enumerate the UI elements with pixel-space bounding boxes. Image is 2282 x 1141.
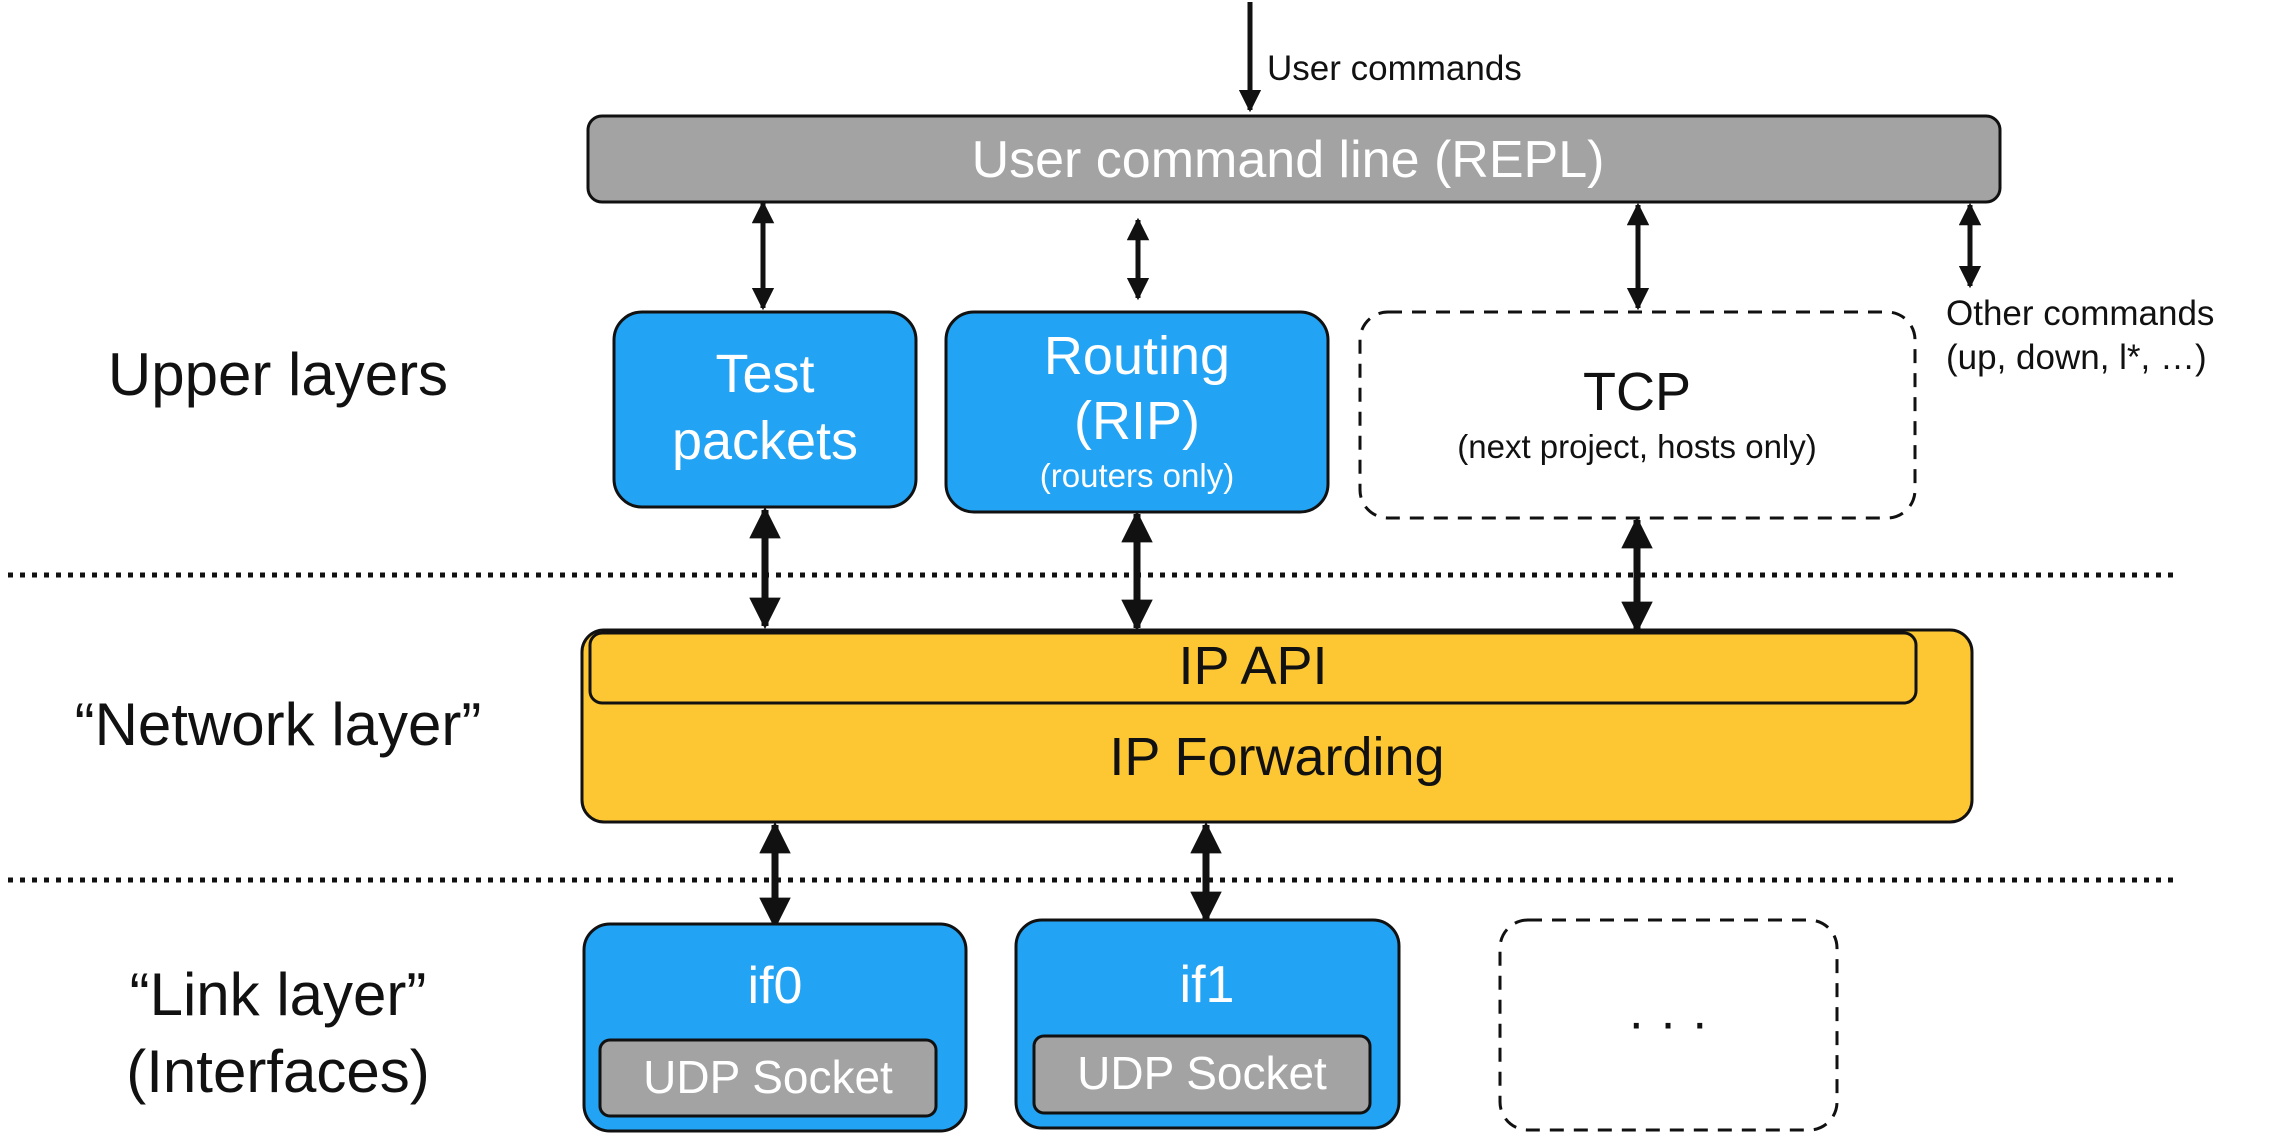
- ip-api-label: IP API: [1178, 636, 1327, 696]
- user-commands-label: User commands: [1267, 49, 1522, 88]
- if1-udp-socket-label: UDP Socket: [1077, 1047, 1327, 1099]
- if1-label: if1: [1180, 956, 1235, 1014]
- routing-line2: (RIP): [1074, 391, 1200, 451]
- more-interfaces-box: [1498, 918, 1839, 1132]
- test-packets-line1: Test: [715, 344, 814, 404]
- ip-api-bar: [588, 631, 1918, 705]
- link-layer-label: “Link layer”: [130, 961, 427, 1028]
- tcp-note: (next project, hosts only): [1457, 428, 1817, 465]
- repl-bar: [586, 114, 2002, 204]
- more-interfaces-ellipsis: · · ·: [1628, 994, 1709, 1052]
- other-commands-label: Other commands: [1946, 294, 2214, 333]
- if1-udp-socket: [1032, 1034, 1372, 1115]
- if0-udp-socket: [598, 1038, 938, 1118]
- repl-title: User command line (REPL): [972, 131, 1605, 189]
- routing-line1: Routing: [1044, 326, 1230, 386]
- tcp-title: TCP: [1583, 362, 1691, 422]
- ip-forwarding-label: IP Forwarding: [1109, 727, 1444, 787]
- test-packets-line2: packets: [672, 411, 858, 471]
- upper-layers-label: Upper layers: [108, 341, 448, 408]
- other-commands-list: (up, down, l*, …): [1946, 338, 2207, 377]
- if0-label: if0: [748, 957, 803, 1015]
- interfaces-label: (Interfaces): [126, 1038, 429, 1105]
- test-packets-box: [612, 310, 918, 509]
- if0-udp-socket-label: UDP Socket: [643, 1051, 893, 1103]
- routing-note: (routers only): [1040, 457, 1234, 494]
- network-layer-label: “Network layer”: [75, 691, 482, 758]
